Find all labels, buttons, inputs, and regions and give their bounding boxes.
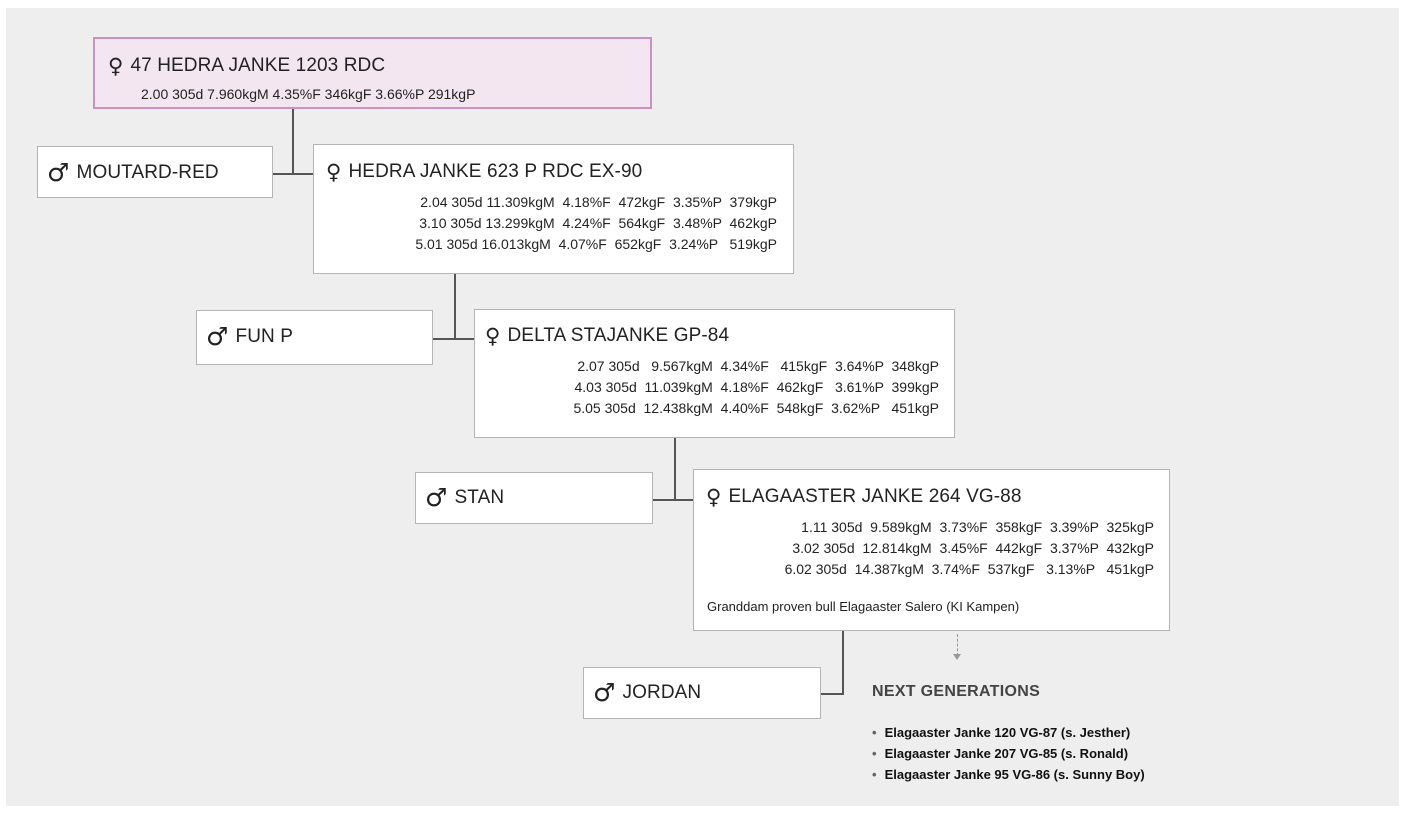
dam-record: 4.03 305d 11.039kgM 4.18%F 462kgF 3.61%P…: [574, 379, 939, 395]
dam-card: [474, 309, 955, 438]
dam-note: Granddam proven bull Elagaaster Salero (…: [707, 599, 1020, 614]
connector: [292, 109, 294, 174]
sire-card: [415, 472, 653, 524]
sire-title: ♂ FUN P: [206, 324, 293, 349]
dam-record: 6.02 305d 14.387kgM 3.74%F 537kgF 3.13%P…: [784, 561, 1154, 577]
next-generations-title: NEXT GENERATIONS: [872, 683, 1041, 700]
sire-name: MOUTARD-RED: [76, 161, 219, 183]
dam-card: [693, 469, 1170, 631]
main-animal-title: ♀ 47 HEDRA JANKE 1203 RDC: [108, 55, 385, 77]
male-icon: ♂: [593, 678, 616, 707]
connector: [272, 173, 314, 175]
dam-record: 2.04 305d 11.309kgM 4.18%F 472kgF 3.35%P…: [420, 194, 777, 210]
connector: [432, 338, 475, 340]
dam-record: 3.02 305d 12.814kgM 3.45%F 442kgF 3.37%P…: [792, 540, 1154, 556]
next-generations-list: Elagaaster Janke 120 VG-87 (s. Jesther) …: [872, 722, 1145, 785]
connector: [652, 499, 694, 501]
male-icon: ♂: [206, 322, 229, 351]
sire-name: FUN P: [235, 325, 294, 347]
main-animal-name: 47 HEDRA JANKE 1203 RDC: [130, 55, 386, 76]
sire-name: STAN: [454, 486, 505, 508]
sire-card: [37, 146, 273, 198]
dam-title: ♀ ELAGAASTER JANKE 264 VG-88: [706, 486, 1021, 508]
dam-record: 1.11 305d 9.589kgM 3.73%F 358kgF 3.39%P …: [801, 519, 1154, 535]
list-item: Elagaaster Janke 120 VG-87 (s. Jesther): [872, 722, 1145, 743]
connector: [821, 693, 844, 695]
dam-record: 5.05 305d 12.438kgM 4.40%F 548kgF 3.62%P…: [573, 400, 939, 416]
male-icon: ♂: [425, 483, 448, 512]
dam-title: ♀ HEDRA JANKE 623 P RDC EX-90: [326, 161, 642, 183]
female-icon: ♀: [326, 159, 342, 184]
dam-record: 3.10 305d 13.299kgM 4.24%F 564kgF 3.48%P…: [419, 215, 777, 231]
main-animal-card: [93, 37, 652, 109]
list-item: Elagaaster Janke 207 VG-85 (s. Ronald): [872, 743, 1145, 764]
next-generations-arrow: [957, 634, 958, 656]
list-item: Elagaaster Janke 95 VG-86 (s. Sunny Boy): [872, 764, 1145, 785]
sire-title: ♂ STAN: [425, 485, 504, 510]
sire-card: [196, 310, 433, 365]
female-icon: ♀: [485, 323, 501, 348]
sire-card: [583, 667, 821, 719]
sire-name: JORDAN: [622, 681, 702, 703]
connector: [674, 438, 676, 500]
male-icon: ♂: [47, 158, 70, 187]
dam-title: ♀ DELTA STAJANKE GP-84: [485, 325, 729, 347]
female-icon: ♀: [108, 53, 124, 78]
connector: [454, 274, 456, 339]
female-icon: ♀: [706, 484, 722, 509]
dam-record: 5.01 305d 16.013kgM 4.07%F 652kgF 3.24%P…: [415, 236, 777, 252]
sire-title: ♂ JORDAN: [593, 680, 701, 705]
dam-name: HEDRA JANKE 623 P RDC EX-90: [348, 161, 643, 182]
dam-card: [313, 144, 794, 274]
dam-name: ELAGAASTER JANKE 264 VG-88: [728, 486, 1022, 507]
dam-record: 2.07 305d 9.567kgM 4.34%F 415kgF 3.64%P …: [577, 358, 939, 374]
main-animal-record: 2.00 305d 7.960kgM 4.35%F 346kgF 3.66%P …: [141, 86, 476, 102]
arrow-down-icon: [953, 654, 961, 660]
connector: [842, 631, 844, 694]
dam-name: DELTA STAJANKE GP-84: [507, 325, 730, 346]
sire-title: ♂ MOUTARD-RED: [47, 160, 219, 185]
